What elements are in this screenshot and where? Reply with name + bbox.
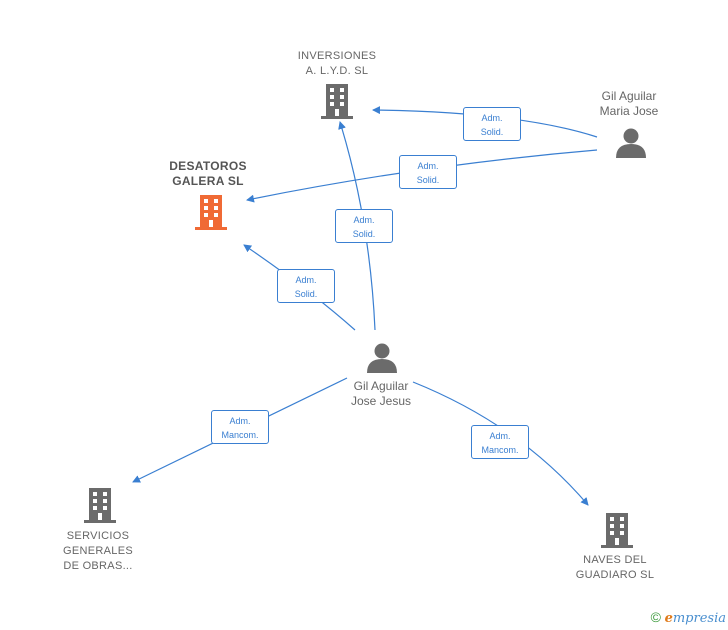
- edge-label-gil-maria-inversiones[interactable]: Adm. Solid.: [463, 107, 521, 141]
- brand-footer: © empresia: [651, 609, 726, 626]
- edge-label-gil-jose-servicios[interactable]: Adm. Mancom.: [211, 410, 269, 444]
- building-icon[interactable]: [195, 195, 227, 231]
- building-icon[interactable]: [84, 488, 116, 524]
- node-label-gil-maria: Gil Aguilar Maria Jose: [599, 89, 659, 118]
- person-icon[interactable]: [615, 128, 647, 158]
- building-icon[interactable]: [321, 84, 353, 120]
- copyright-symbol: ©: [650, 609, 661, 625]
- node-label-inversiones: INVERSIONES A. L.Y.D. SL: [297, 50, 377, 77]
- brand-logo-text: mpresia: [672, 611, 726, 626]
- node-label-servicios: SERVICIOS GENERALES DE OBRAS...: [63, 530, 133, 572]
- edge-label-gil-jose-inversiones[interactable]: Adm. Solid.: [335, 209, 393, 243]
- node-label-gil-jose: Gil Aguilar Jose Jesus: [350, 379, 412, 408]
- person-icon[interactable]: [366, 343, 398, 373]
- node-label-naves: NAVES DEL GUADIARO SL: [575, 554, 655, 581]
- brand-logo-e: e: [664, 611, 673, 626]
- building-icon[interactable]: [601, 513, 633, 549]
- node-label-desatoros: DESATOROS GALERA SL: [169, 159, 247, 188]
- edge-label-gil-jose-naves[interactable]: Adm. Mancom.: [471, 425, 529, 459]
- edge-label-gil-jose-desatoros[interactable]: Adm. Solid.: [277, 269, 335, 303]
- edge-label-gil-maria-desatoros[interactable]: Adm. Solid.: [399, 155, 457, 189]
